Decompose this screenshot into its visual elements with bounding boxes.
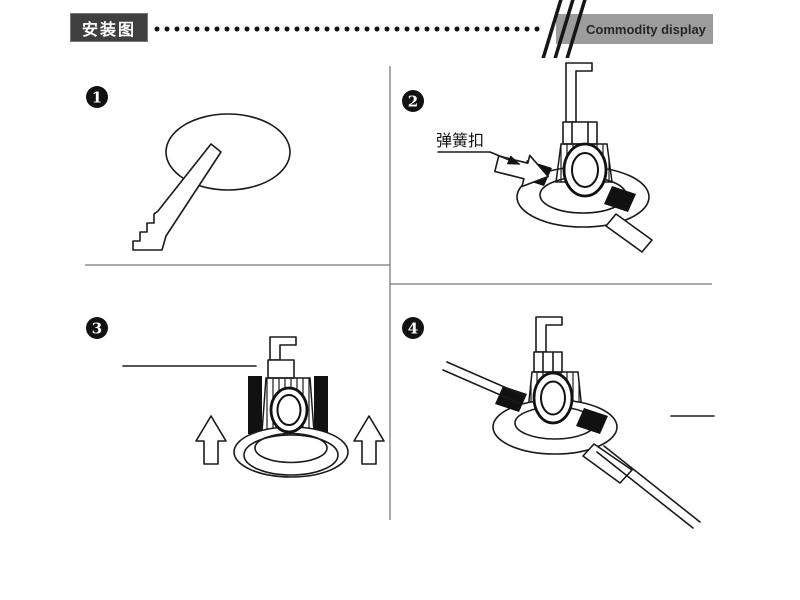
conduit-pipe [535,316,563,353]
up-arrow-right [353,415,385,465]
lamp-fitting [533,351,563,373]
title-box: 安装图 [70,13,148,42]
slash-line [541,0,563,58]
dotted-divider [152,25,542,33]
spring-clip-callout: 弹簧扣 [436,131,521,165]
press-rod-lower-right [596,445,701,529]
step-2-number-badge: 2 [402,90,424,112]
step-number: 1 [92,89,102,107]
keyhole-saw-tool [132,143,222,251]
slash-decoration [541,0,587,58]
commodity-display-label: Commodity display [586,21,706,37]
spring-clip-left-up [248,376,262,434]
quadrant-dividers [85,66,712,520]
step-number: 3 [92,320,102,338]
spring-clip-right [604,186,636,212]
rod-line [596,451,694,529]
clip-tab [605,213,653,253]
bulb-ring-inner [571,152,599,188]
step-1-cut-hole: 1 [86,86,291,251]
trim-ring-rim [243,434,339,476]
spring-clip-right [576,408,608,434]
step-number-circle [86,86,108,108]
conduit-pipe [565,62,593,123]
press-rod-upper-left [442,361,526,405]
rod-line [603,445,701,523]
ceiling-hole-outline [165,113,291,191]
slash-line [553,0,575,58]
conduit-pipe [269,336,297,361]
downlight-fixture [494,62,653,253]
clip-tab [582,443,633,484]
up-arrow-left [195,415,227,465]
step-number: 4 [408,320,418,338]
rod-line [446,361,526,397]
step-1-number-badge: 1 [86,86,108,108]
step-4-seated-fixture: 4 [402,316,715,529]
downlight-fixture [492,316,633,484]
step-2-spring-clips: 2 弹簧扣 [402,62,653,253]
lamp-fitting [562,121,598,145]
step-3-number-badge: 3 [86,317,108,339]
lamp-fitting [267,359,295,379]
rod-line [442,369,522,405]
downlight-fixture [233,336,349,478]
step-number-circle [402,90,424,112]
slash-line [565,0,587,58]
callout-leader-line [437,151,521,165]
step-3-insert-fixture: 3 [86,317,385,478]
spring-clip-right-up [314,376,328,434]
page-title: 安装图 [81,19,136,39]
step-number-circle [402,317,424,339]
spring-clip-label: 弹簧扣 [436,131,484,150]
trim-ring-inner [254,432,328,464]
step-4-number-badge: 4 [402,317,424,339]
step-number-circle [86,317,108,339]
bulb-ring-inner [540,380,566,416]
commodity-display-box: Commodity display [556,14,713,44]
bulb-ring-inner [276,394,302,426]
step-number: 2 [408,93,418,111]
